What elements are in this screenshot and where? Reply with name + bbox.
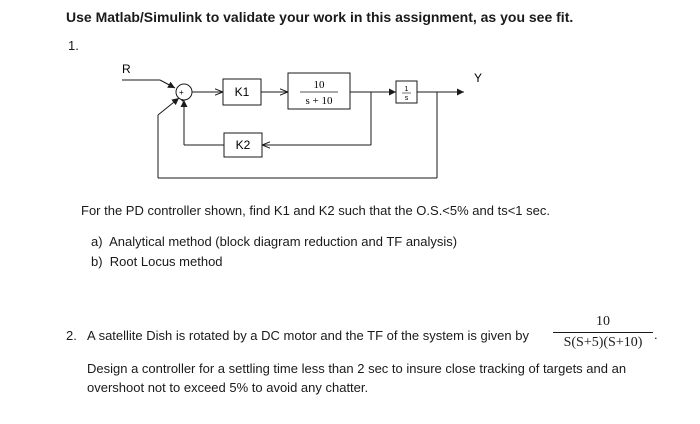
assignment-title: Use Matlab/Simulink to validate your wor…	[66, 9, 574, 25]
problem-2-line-3: overshoot not to exceed 5% to avoid any …	[87, 380, 369, 395]
problem-1-statement: For the PD controller shown, find K1 and…	[81, 203, 550, 218]
integrator-numerator: 1	[405, 86, 409, 93]
k2-label: K2	[236, 138, 251, 152]
tf-denominator: S(S+5)(S+10)	[563, 335, 643, 350]
input-signal-line	[122, 79, 176, 89]
k2-block	[223, 132, 263, 158]
item-a-text: Analytical method (block diagram reducti…	[109, 234, 458, 249]
plant-block	[287, 72, 351, 110]
output-label-y: Y	[474, 71, 482, 85]
problem-2-number: 2.	[66, 328, 77, 343]
k1-block	[222, 78, 262, 106]
integrator-denominator: s	[405, 95, 409, 102]
sum-sign-top: +	[179, 88, 184, 97]
transfer-function: 10 S(S+5)(S+10)	[553, 314, 653, 351]
tf-numerator: 10	[596, 314, 610, 329]
plant-denominator: s + 10	[306, 95, 333, 107]
problem-2-line-2: Design a controller for a settling time …	[87, 361, 627, 376]
item-b-marker: b)	[91, 254, 103, 269]
problem-2-text: A satellite Dish is rotated by a DC moto…	[87, 328, 529, 343]
item-b-text: Root Locus method	[109, 254, 223, 269]
tf-suffix: .	[654, 327, 658, 342]
problem-1-item-b: b) Root Locus method	[91, 254, 223, 269]
block-diagram: R + + K1 10 s + 10 1 s Y K2	[122, 62, 482, 179]
plant-numerator: 10	[314, 79, 326, 91]
item-a-marker: a)	[91, 234, 103, 249]
problem-1-number: 1.	[68, 38, 79, 53]
problem-1-item-a: a) Analytical method (block diagram redu…	[91, 234, 457, 249]
tf-fraction-bar	[553, 332, 653, 333]
k2-to-sum-path	[180, 100, 224, 146]
k1-label: K1	[235, 85, 250, 99]
outer-feedback-path	[157, 92, 438, 179]
inner-feedback-path	[262, 92, 372, 145]
input-label-r: R	[122, 62, 131, 76]
